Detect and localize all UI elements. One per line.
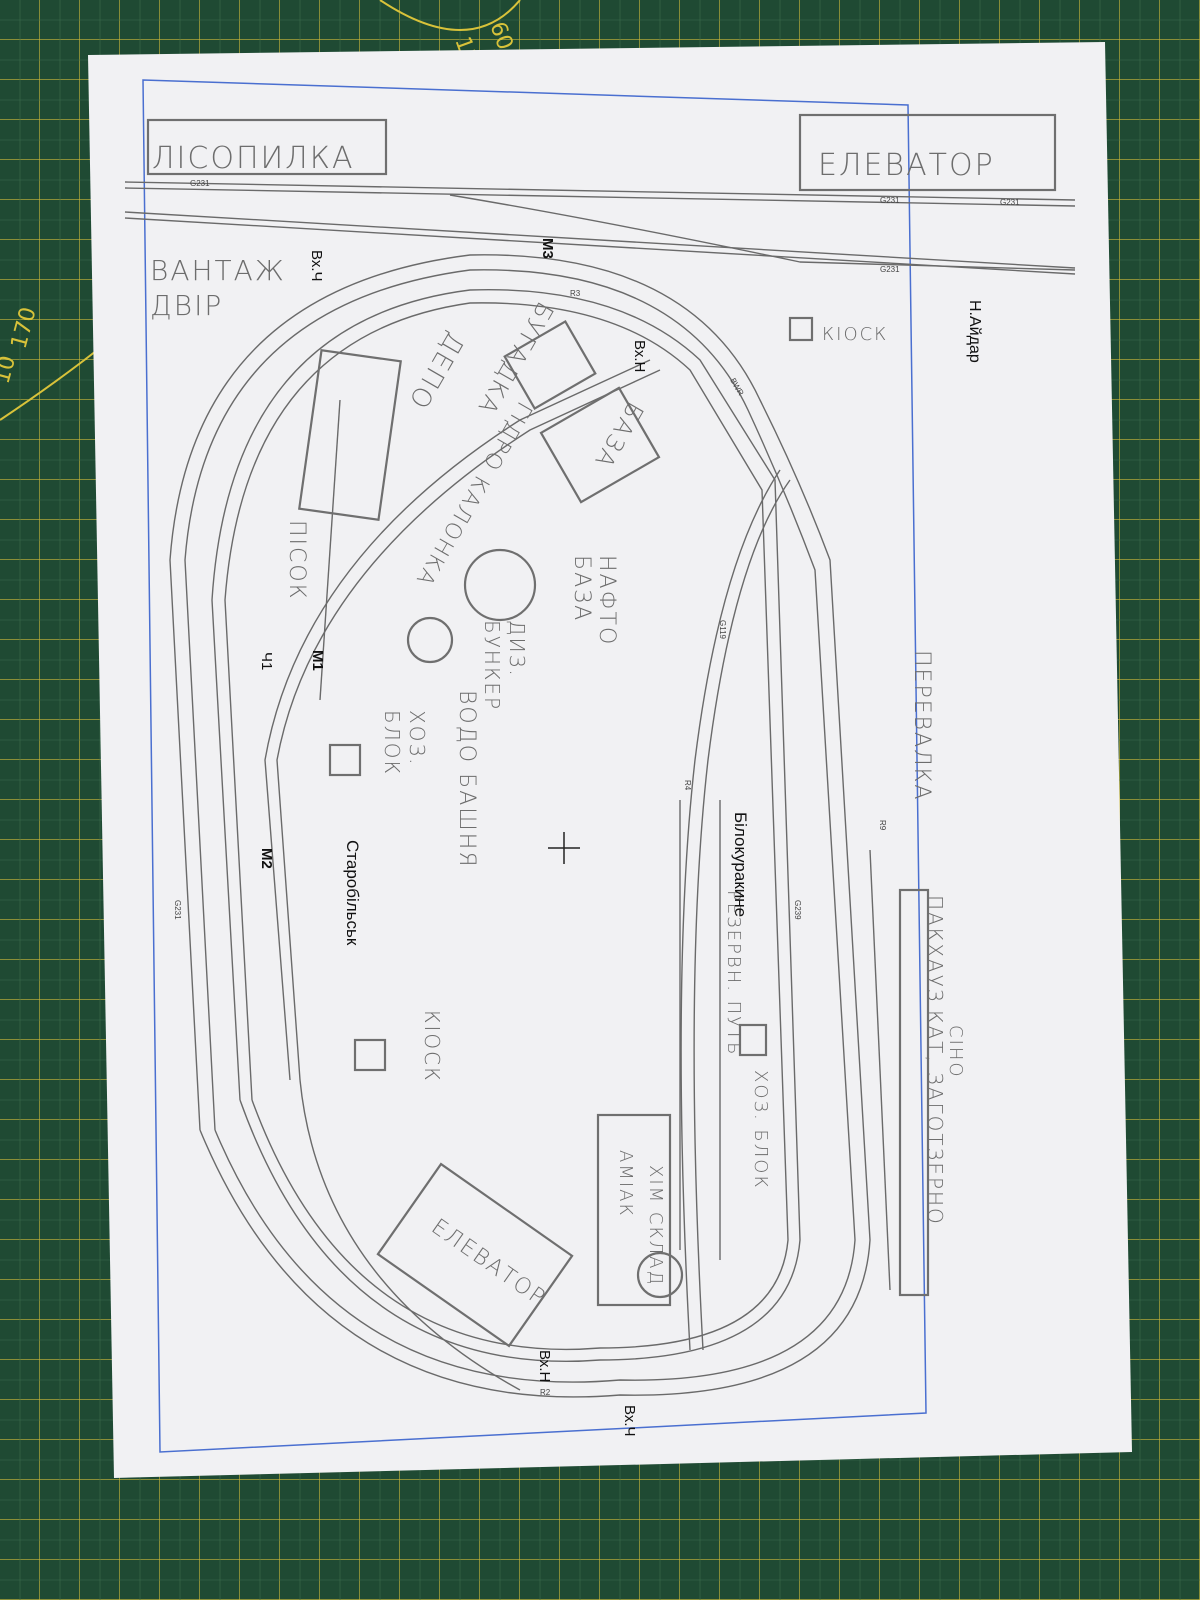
label-transshipment: ПЕРЕВАЛКА: [909, 650, 934, 801]
mat-number: 10: [0, 353, 21, 387]
svg-text:G231: G231: [880, 196, 900, 205]
svg-text:G231: G231: [190, 179, 210, 188]
printed-labels: Вх.Ч М3 Н.Айдар Вх.Н М1 Ч1 М2 Старобільс…: [258, 238, 983, 1437]
buildings: [146, 113, 1057, 1348]
label-ammonia: АМІАК: [615, 1150, 636, 1218]
label-warehouse: ПАКХАУЗ: [923, 895, 947, 1004]
track-codes: G231 G231 G231 G231 R3 G231 R4 R9 BWR G1…: [173, 179, 1020, 1397]
label-sawmill: ЛІСОПИЛКА: [152, 141, 354, 176]
mat-arc: [379, 0, 521, 31]
svg-text:R2: R2: [540, 1388, 551, 1397]
label-entry-ch-bottom: Вх.Ч: [621, 1405, 638, 1437]
label-sand: ПІСОК: [284, 520, 309, 601]
label-chem-warehouse: ХІМ СКЛАД: [645, 1165, 666, 1286]
label-n-aidar: Н.Айдар: [966, 300, 983, 363]
label-reserve-track: РЕЗЕРВН. ПУТЬ: [723, 890, 744, 1057]
label-diesel-bunker: БУНКЕР: [480, 620, 504, 711]
label-elevator-top: ЕЛЕВАТОР: [818, 148, 995, 183]
label-freight-yard: ВАНТАЖ: [150, 254, 286, 287]
label-freight-yard: ДВІР: [150, 289, 223, 322]
svg-text:G239: G239: [793, 900, 802, 920]
label-kiosk-top: КІОСК: [822, 324, 888, 345]
svg-text:G231: G231: [880, 265, 900, 274]
label-entry-n-top: Вх.Н: [631, 340, 648, 372]
label-kiosk-bottom: КІОСК: [420, 1010, 444, 1083]
label-starobilsk: Старобільськ: [343, 840, 362, 946]
crosshair: [548, 832, 580, 864]
label-m2: М2: [258, 848, 275, 869]
paper-sheet: [88, 42, 1132, 1478]
label-m3: М3: [539, 238, 556, 259]
label-water-tower: ВОДО БАШНЯ: [454, 690, 479, 869]
label-entry-n-bottom: Вх.Н: [536, 1350, 553, 1382]
svg-text:R9: R9: [878, 820, 887, 831]
label-m1: М1: [309, 650, 326, 671]
svg-text:R3: R3: [570, 289, 581, 298]
label-oil-base: БАЗА: [569, 555, 594, 622]
svg-text:G231: G231: [1000, 198, 1020, 207]
layout-border: [142, 79, 927, 1453]
svg-text:G119: G119: [718, 620, 727, 640]
svg-text:G231: G231: [173, 900, 182, 920]
label-kat-zagotzerno: КАТ, ЗАГОТЗЕРНО: [923, 1010, 947, 1226]
label-utility-block-right: ХОЗ. БЛОК: [750, 1070, 771, 1190]
svg-text:R4: R4: [683, 780, 692, 791]
label-ch1: Ч1: [258, 652, 275, 670]
label-entry-ch-top: Вх.Ч: [308, 250, 325, 282]
label-oil-base: НАФТО: [594, 555, 619, 646]
label-diesel-bunker: ДИЗ.: [505, 620, 529, 678]
label-utility-block: ХОЗ.: [405, 710, 429, 767]
label-hay: СІНО: [945, 1025, 966, 1079]
label-utility-block: БЛОК: [380, 710, 404, 776]
label-bilokurakyne: Білокуракине: [731, 812, 750, 917]
